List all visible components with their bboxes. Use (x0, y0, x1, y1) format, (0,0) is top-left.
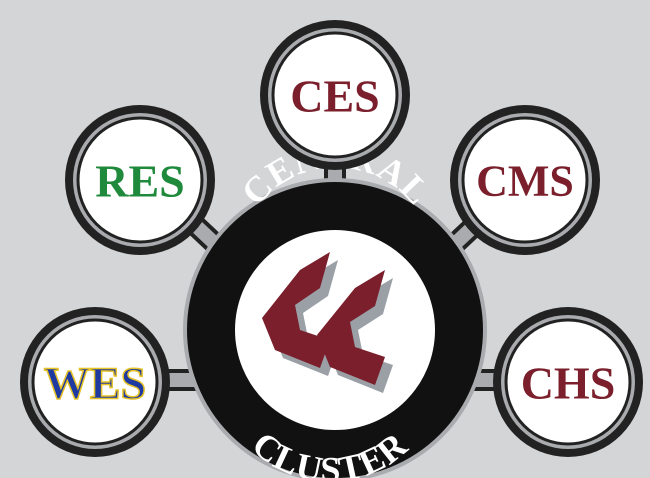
school-label-cms: CMS (476, 157, 574, 206)
cc-logo (262, 252, 393, 393)
school-label-chs: CHS (521, 358, 616, 409)
school-node-ces[interactable]: CES (260, 20, 410, 170)
hub: CENTRAL CLUSTER (183, 136, 487, 478)
cc-logo-letters (262, 252, 385, 385)
school-node-cms[interactable]: CMS (450, 105, 600, 255)
school-node-res[interactable]: RES (65, 105, 215, 255)
school-label-res: RES (95, 156, 184, 207)
school-label-ces: CES (290, 71, 379, 122)
school-node-chs[interactable]: CHS (493, 307, 643, 457)
school-node-wes[interactable]: WES (20, 307, 170, 457)
school-label-wes: WES (44, 358, 146, 409)
